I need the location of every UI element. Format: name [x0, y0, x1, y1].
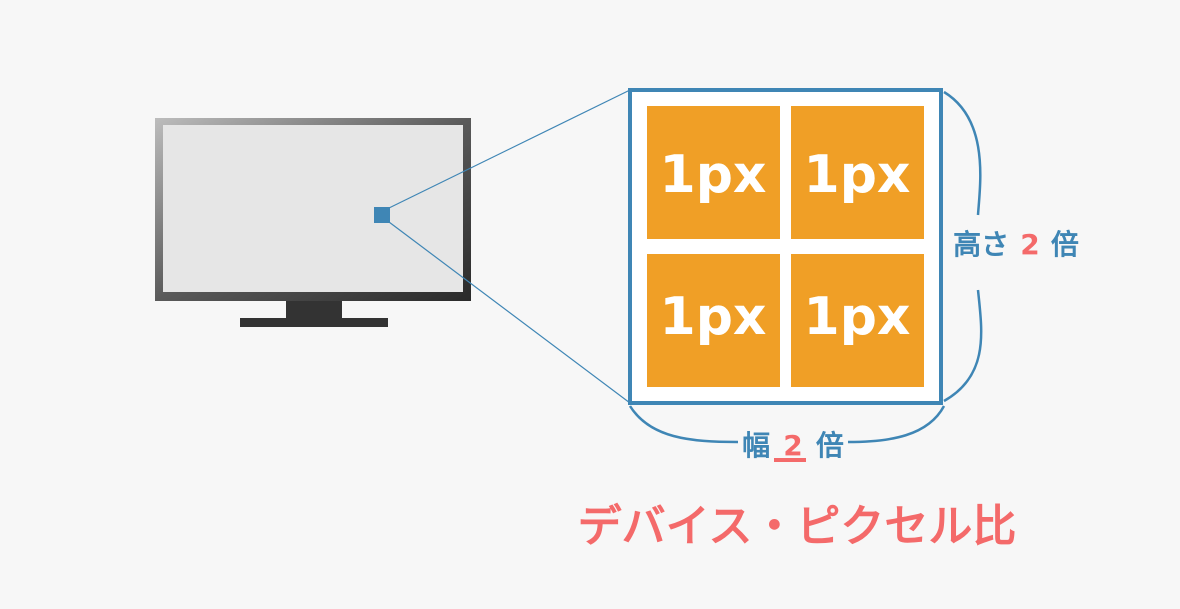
- width-label-prefix: 幅: [742, 429, 770, 462]
- pixel-cell-label: 1px: [660, 287, 767, 347]
- pixel-cell-label: 1px: [804, 287, 911, 347]
- pixel-cell-bg: [647, 254, 780, 387]
- width-brace-icon: [847, 405, 946, 444]
- width-label-number: 2: [783, 429, 802, 462]
- pixel-cell: 1px: [647, 254, 780, 387]
- pixel-cell-bg: [791, 106, 924, 239]
- pixel-cell: 1px: [647, 106, 780, 239]
- monitor-base: [240, 318, 388, 327]
- height-brace-icon: [943, 90, 982, 216]
- pixel-cell: 1px: [791, 254, 924, 387]
- monitor-icon: [155, 118, 471, 327]
- pixel-cell-bg: [791, 254, 924, 387]
- monitor-screen: [163, 125, 463, 292]
- width-label-suffix: 倍: [816, 429, 844, 462]
- caption-title: デバイス・ピクセル比: [578, 501, 1017, 552]
- pixel-cell-bg: [647, 106, 780, 239]
- monitor-neck: [286, 301, 342, 319]
- height-brace-icon: [943, 289, 983, 403]
- zoom-line-bottom: [388, 221, 631, 404]
- width-label: 幅 2 倍: [742, 429, 844, 462]
- pixel-cell-label: 1px: [660, 145, 767, 205]
- pixel-marker-icon: [374, 207, 390, 223]
- height-label-prefix: 高さ: [953, 228, 1009, 261]
- pixel-cell: 1px: [791, 106, 924, 239]
- zoom-line-top: [388, 89, 631, 209]
- height-label-suffix: 倍: [1051, 228, 1079, 261]
- height-label: 高さ 2 倍: [953, 228, 1079, 261]
- height-label-number: 2: [1020, 228, 1039, 261]
- width-brace-icon: [628, 405, 739, 444]
- pixel-cell-label: 1px: [804, 145, 911, 205]
